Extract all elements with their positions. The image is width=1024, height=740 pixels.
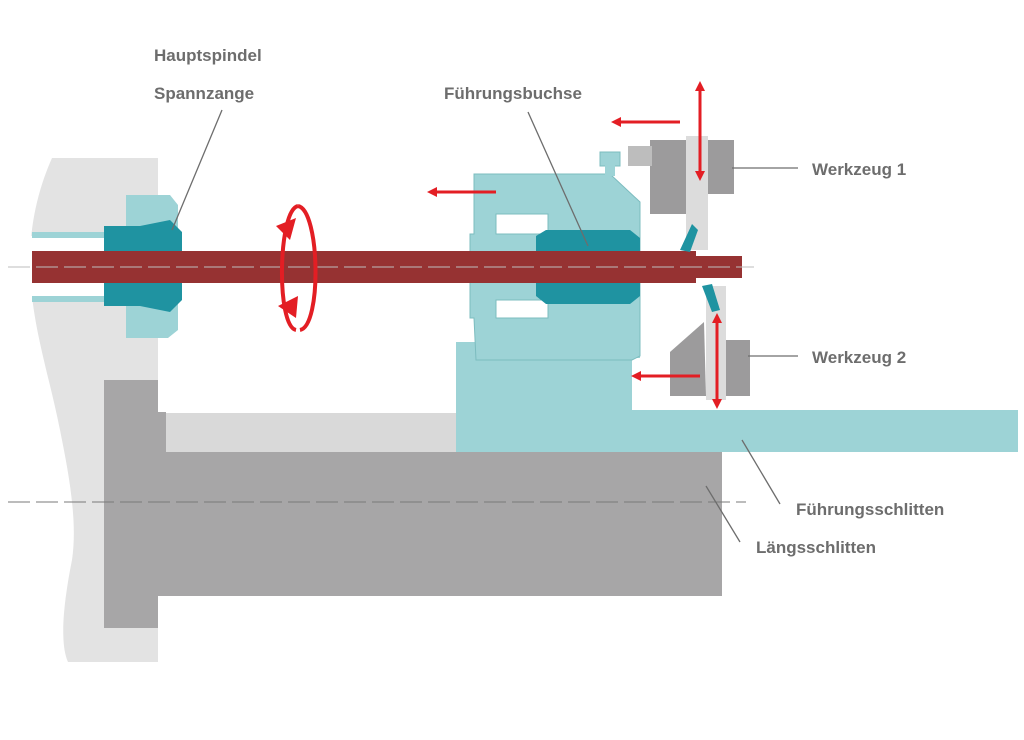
guide-screw-head — [599, 151, 621, 167]
laengsschlitten-leader — [705, 485, 741, 543]
werkzeug1-shank — [686, 136, 708, 250]
guide-housing-inner-top — [495, 213, 549, 235]
collet-finger-bottom — [32, 296, 142, 302]
rotation-arrow-back — [279, 204, 300, 332]
label-laengsschlitten: Längsschlitten — [756, 538, 876, 557]
fuehrungsbuchse-leader — [527, 111, 589, 247]
rotation-arrowhead-bottom — [278, 296, 298, 318]
rotation-arrow-front — [297, 204, 318, 332]
werkzeug2-clamp — [726, 340, 750, 396]
label-werkzeug2: Werkzeug 2 — [812, 348, 906, 367]
guide-screw-shaft — [605, 164, 615, 176]
werkzeug1-insert — [680, 224, 698, 252]
rotation-arrowhead-top — [276, 218, 296, 240]
label-hauptspindel: Hauptspindel — [154, 46, 262, 65]
spannzange-leader — [171, 109, 223, 231]
fuehrungsschlitten-leader — [741, 439, 781, 505]
werkzeug2-insert — [702, 284, 720, 312]
label-spannzange: Spannzange — [154, 84, 254, 103]
label-fuehrungsschlitten: Führungsschlitten — [796, 500, 944, 519]
label-fuehrungsbuchse: Führungsbuchse — [444, 84, 582, 103]
werkzeug1-nub — [628, 146, 652, 166]
laengsschlitten-body — [104, 380, 722, 628]
werkzeug1-holder-block — [650, 140, 686, 214]
laengsschlitten-rail — [166, 413, 458, 452]
label-werkzeug1: Werkzeug 1 — [812, 160, 906, 179]
fuehrungsschlitten-body — [456, 300, 1018, 452]
guide-housing-inner-bottom — [495, 299, 549, 319]
collet-finger-top — [32, 232, 142, 238]
werkzeug2-holder-block — [670, 322, 706, 396]
werkzeug1-clamp — [708, 140, 734, 194]
